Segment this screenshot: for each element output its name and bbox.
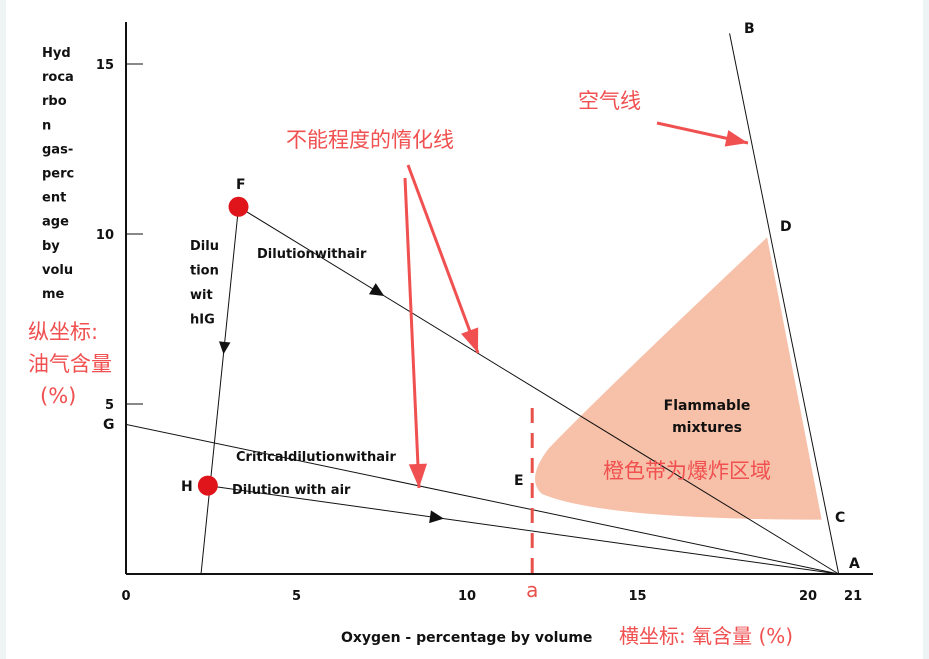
- line-A-B: [729, 33, 840, 575]
- y-axis-title-line: perc: [42, 167, 74, 182]
- x-tick-label: 20: [799, 589, 817, 604]
- line-label-h-dilution: Dilution with air: [232, 483, 351, 498]
- y-axis-title-line: ent: [42, 191, 66, 206]
- point-label-c: C: [835, 510, 845, 526]
- line-label-inert-dilution: hIG: [190, 313, 215, 328]
- y-axis-title-line: Hyd: [42, 46, 71, 61]
- annotation-y-axis-line: 纵坐标:: [28, 320, 98, 344]
- point-label-a: A: [849, 556, 860, 572]
- point-label-g: G: [103, 417, 115, 433]
- point-label-e: E: [514, 473, 524, 489]
- annotation-x-axis: 横坐标: 氧含量 (%): [619, 624, 793, 648]
- annotation-air-line: 空气线: [578, 89, 641, 113]
- flammable-region-layer: [535, 237, 822, 520]
- point-label-f: F: [236, 177, 246, 193]
- y-axis-title-line: gas-: [42, 142, 73, 157]
- annotation-y-axis-line: 油气含量: [28, 352, 112, 376]
- arrow-inert-line-1-head: [408, 463, 428, 488]
- direction-arrow-f-a: [368, 283, 385, 296]
- y-axis-title-line: age: [42, 215, 69, 230]
- line-F-I: [200, 206, 240, 575]
- point-label-b: B: [744, 21, 755, 37]
- direction-arrow-h-a: [429, 510, 444, 524]
- x-tick-label: 21: [844, 589, 862, 604]
- point-label-d: D: [780, 219, 792, 235]
- region-label: mixtures: [672, 420, 742, 436]
- line-label-inert-dilution: Dilu: [190, 239, 219, 254]
- right-edge-strip: [923, 0, 929, 659]
- annotation-flammable-zone: 橙色带为爆炸区域: [603, 459, 771, 483]
- y-tick-label: 5: [105, 398, 114, 413]
- x-tick-label: 0: [121, 589, 130, 604]
- x-axis-title: Oxygen - percentage by volume: [341, 630, 592, 646]
- direction-arrow-f-inert: [218, 341, 231, 355]
- y-axis-title-line: roca: [42, 70, 74, 85]
- left-edge-strip: [0, 0, 6, 659]
- y-axis-title-line: rbo: [42, 94, 67, 109]
- markers-layer: [197, 196, 444, 524]
- vertical-marker-label: a: [526, 578, 538, 602]
- annotation-inert-line: 不能程度的惰化线: [286, 128, 454, 152]
- point-marker-h: [197, 475, 218, 496]
- plot-lines-layer: [125, 33, 840, 575]
- line-F-A: [238, 206, 839, 575]
- point-label-h: H: [181, 479, 193, 495]
- y-axis-title-line: volu: [42, 263, 73, 278]
- line-label-critical-dilution: Criticaldilutionwithair: [236, 450, 397, 465]
- arrow-inert-line-2-shaft: [406, 164, 480, 354]
- line-label-f-dilution: Dilutionwithair: [257, 247, 367, 262]
- line-label-inert-dilution: wit: [190, 288, 213, 303]
- x-tick-label: 5: [292, 589, 301, 604]
- axes-layer: [125, 22, 873, 578]
- line-G-A: [125, 423, 839, 575]
- x-tick-label: 10: [458, 589, 476, 604]
- x-tick-label: 15: [628, 589, 646, 604]
- y-axis-title-line: n: [42, 118, 51, 133]
- y-axis-title-line: by: [42, 239, 60, 254]
- line-label-inert-dilution: tion: [190, 264, 219, 279]
- point-marker-f: [228, 196, 249, 217]
- annotation-y-axis-line: (%): [40, 384, 76, 408]
- region-label: Flammable: [664, 398, 751, 414]
- y-tick-label: 15: [96, 58, 114, 73]
- y-tick-label: 10: [96, 228, 114, 243]
- arrow-air-line-head: [724, 130, 748, 147]
- y-axis-title-line: me: [42, 287, 65, 302]
- line-H-A: [207, 485, 839, 575]
- flammable-region: [535, 237, 822, 520]
- arrow-inert-line-1-shaft: [403, 177, 421, 489]
- arrow-inert-line-2-head: [461, 327, 479, 353]
